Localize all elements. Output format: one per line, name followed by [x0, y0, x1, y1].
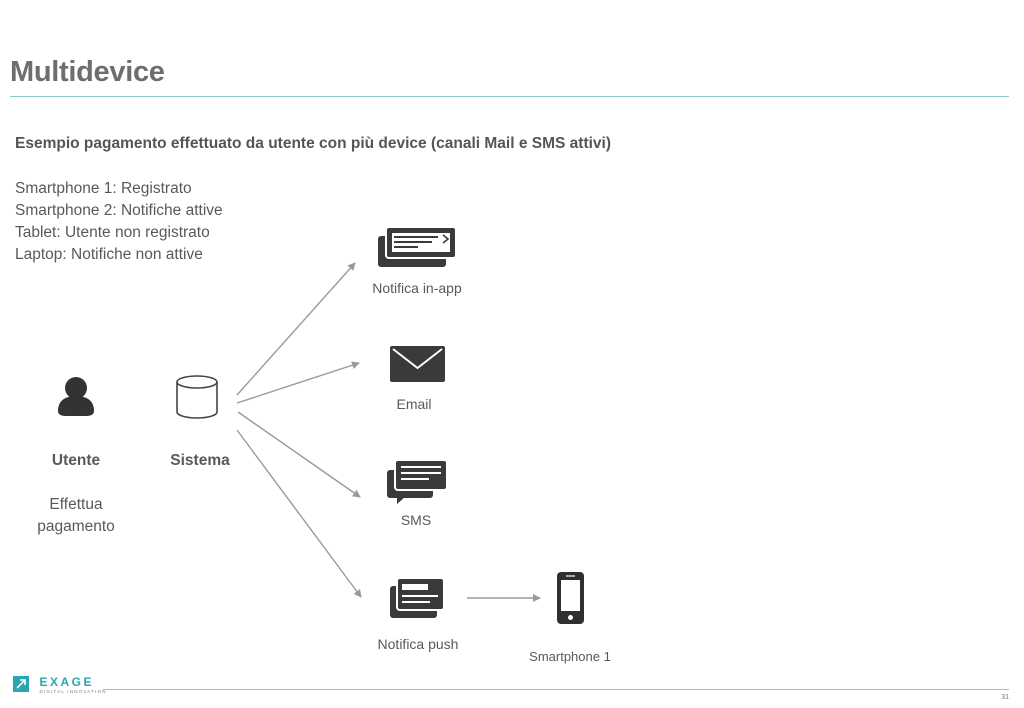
user-action-line: Effettua: [49, 496, 103, 513]
diagram-subtitle: Esempio pagamento effettuato da utente c…: [15, 135, 612, 152]
device-item: Laptop: Notifiche non attive: [15, 246, 203, 263]
page-title: Multidevice: [10, 56, 165, 88]
database-icon: [176, 375, 218, 419]
page-number: 31: [1001, 694, 1009, 701]
channel-label-push: Notifica push: [377, 636, 459, 652]
user-action-line: pagamento: [37, 518, 115, 535]
arrow-to-sms: [237, 411, 361, 498]
smartphone-icon: [557, 572, 584, 624]
arrow-to-push: [236, 429, 362, 598]
footer-divider: [103, 689, 1009, 690]
channel-label-in-app: Notifica in-app: [372, 280, 462, 296]
flow-arrows: [236, 262, 541, 602]
target-device-label: Smartphone 1: [529, 649, 611, 664]
logo-mark-icon: [13, 676, 29, 692]
arrow-to-email: [236, 361, 360, 404]
title-divider: [10, 96, 1009, 97]
channel-label-sms: SMS: [400, 512, 432, 528]
company-logo: EXAGE DIGITAL INNOVATION: [13, 676, 107, 695]
push-notification-icon: [390, 577, 445, 618]
device-item: Smartphone 1: Registrato: [15, 180, 192, 197]
device-item: Smartphone 2: Notifiche attive: [15, 202, 223, 219]
user-label: Utente: [51, 452, 101, 469]
device-item: Tablet: Utente non registrato: [15, 224, 210, 241]
device-list: Smartphone 1: Registrato Smartphone 2: N…: [15, 178, 223, 266]
system-label: Sistema: [170, 452, 230, 469]
user-icon: [58, 377, 94, 416]
email-icon: [390, 346, 445, 384]
logo-name: EXAGE: [39, 675, 94, 689]
logo-tagline: DIGITAL INNOVATION: [39, 689, 107, 694]
in-app-notification-icon: [378, 226, 457, 267]
sms-icon: [387, 459, 448, 504]
user-action: Effettua pagamento: [16, 494, 136, 538]
arrow-to-in-app: [236, 262, 356, 396]
channel-label-email: Email: [396, 396, 432, 412]
